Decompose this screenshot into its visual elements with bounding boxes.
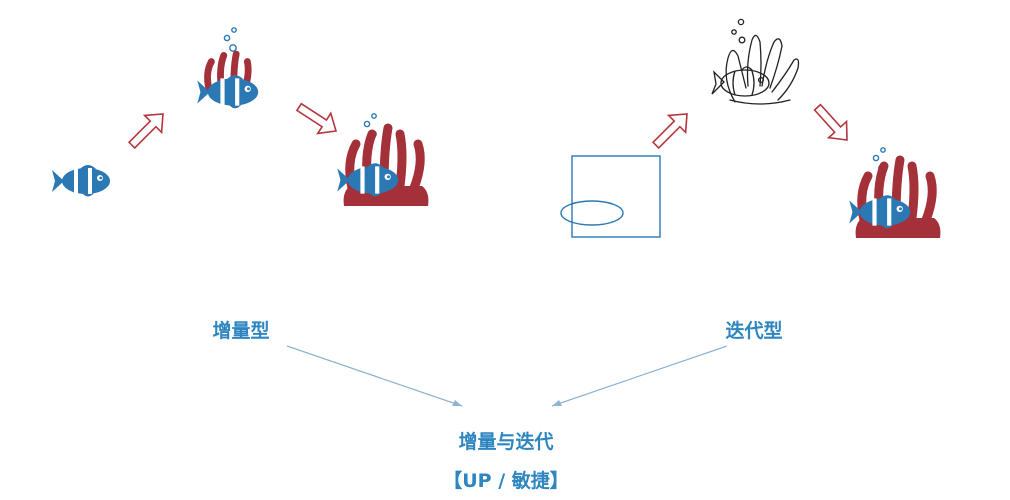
fish-icon <box>52 165 110 197</box>
fish-with-coral-icon <box>849 147 940 238</box>
arrow-down-right-left <box>291 96 344 142</box>
connector-left <box>286 345 463 407</box>
sketch-frame-icon <box>560 155 661 238</box>
agile-label: 【UP / 敏捷】 <box>443 470 569 492</box>
arrow-up-right-right <box>646 104 697 155</box>
arrow-up-right-left <box>122 104 173 155</box>
fish-with-small-coral-icon <box>197 27 259 109</box>
combined-label: 增量与迭代 <box>458 431 554 453</box>
arrow-down-right-right <box>807 98 857 149</box>
fish-with-coral-icon <box>337 113 428 206</box>
iterative-label: 迭代型 <box>725 320 783 342</box>
connector-right <box>551 345 728 407</box>
incremental-label: 增量型 <box>212 320 270 342</box>
outline-fish-coral-icon <box>711 18 800 105</box>
